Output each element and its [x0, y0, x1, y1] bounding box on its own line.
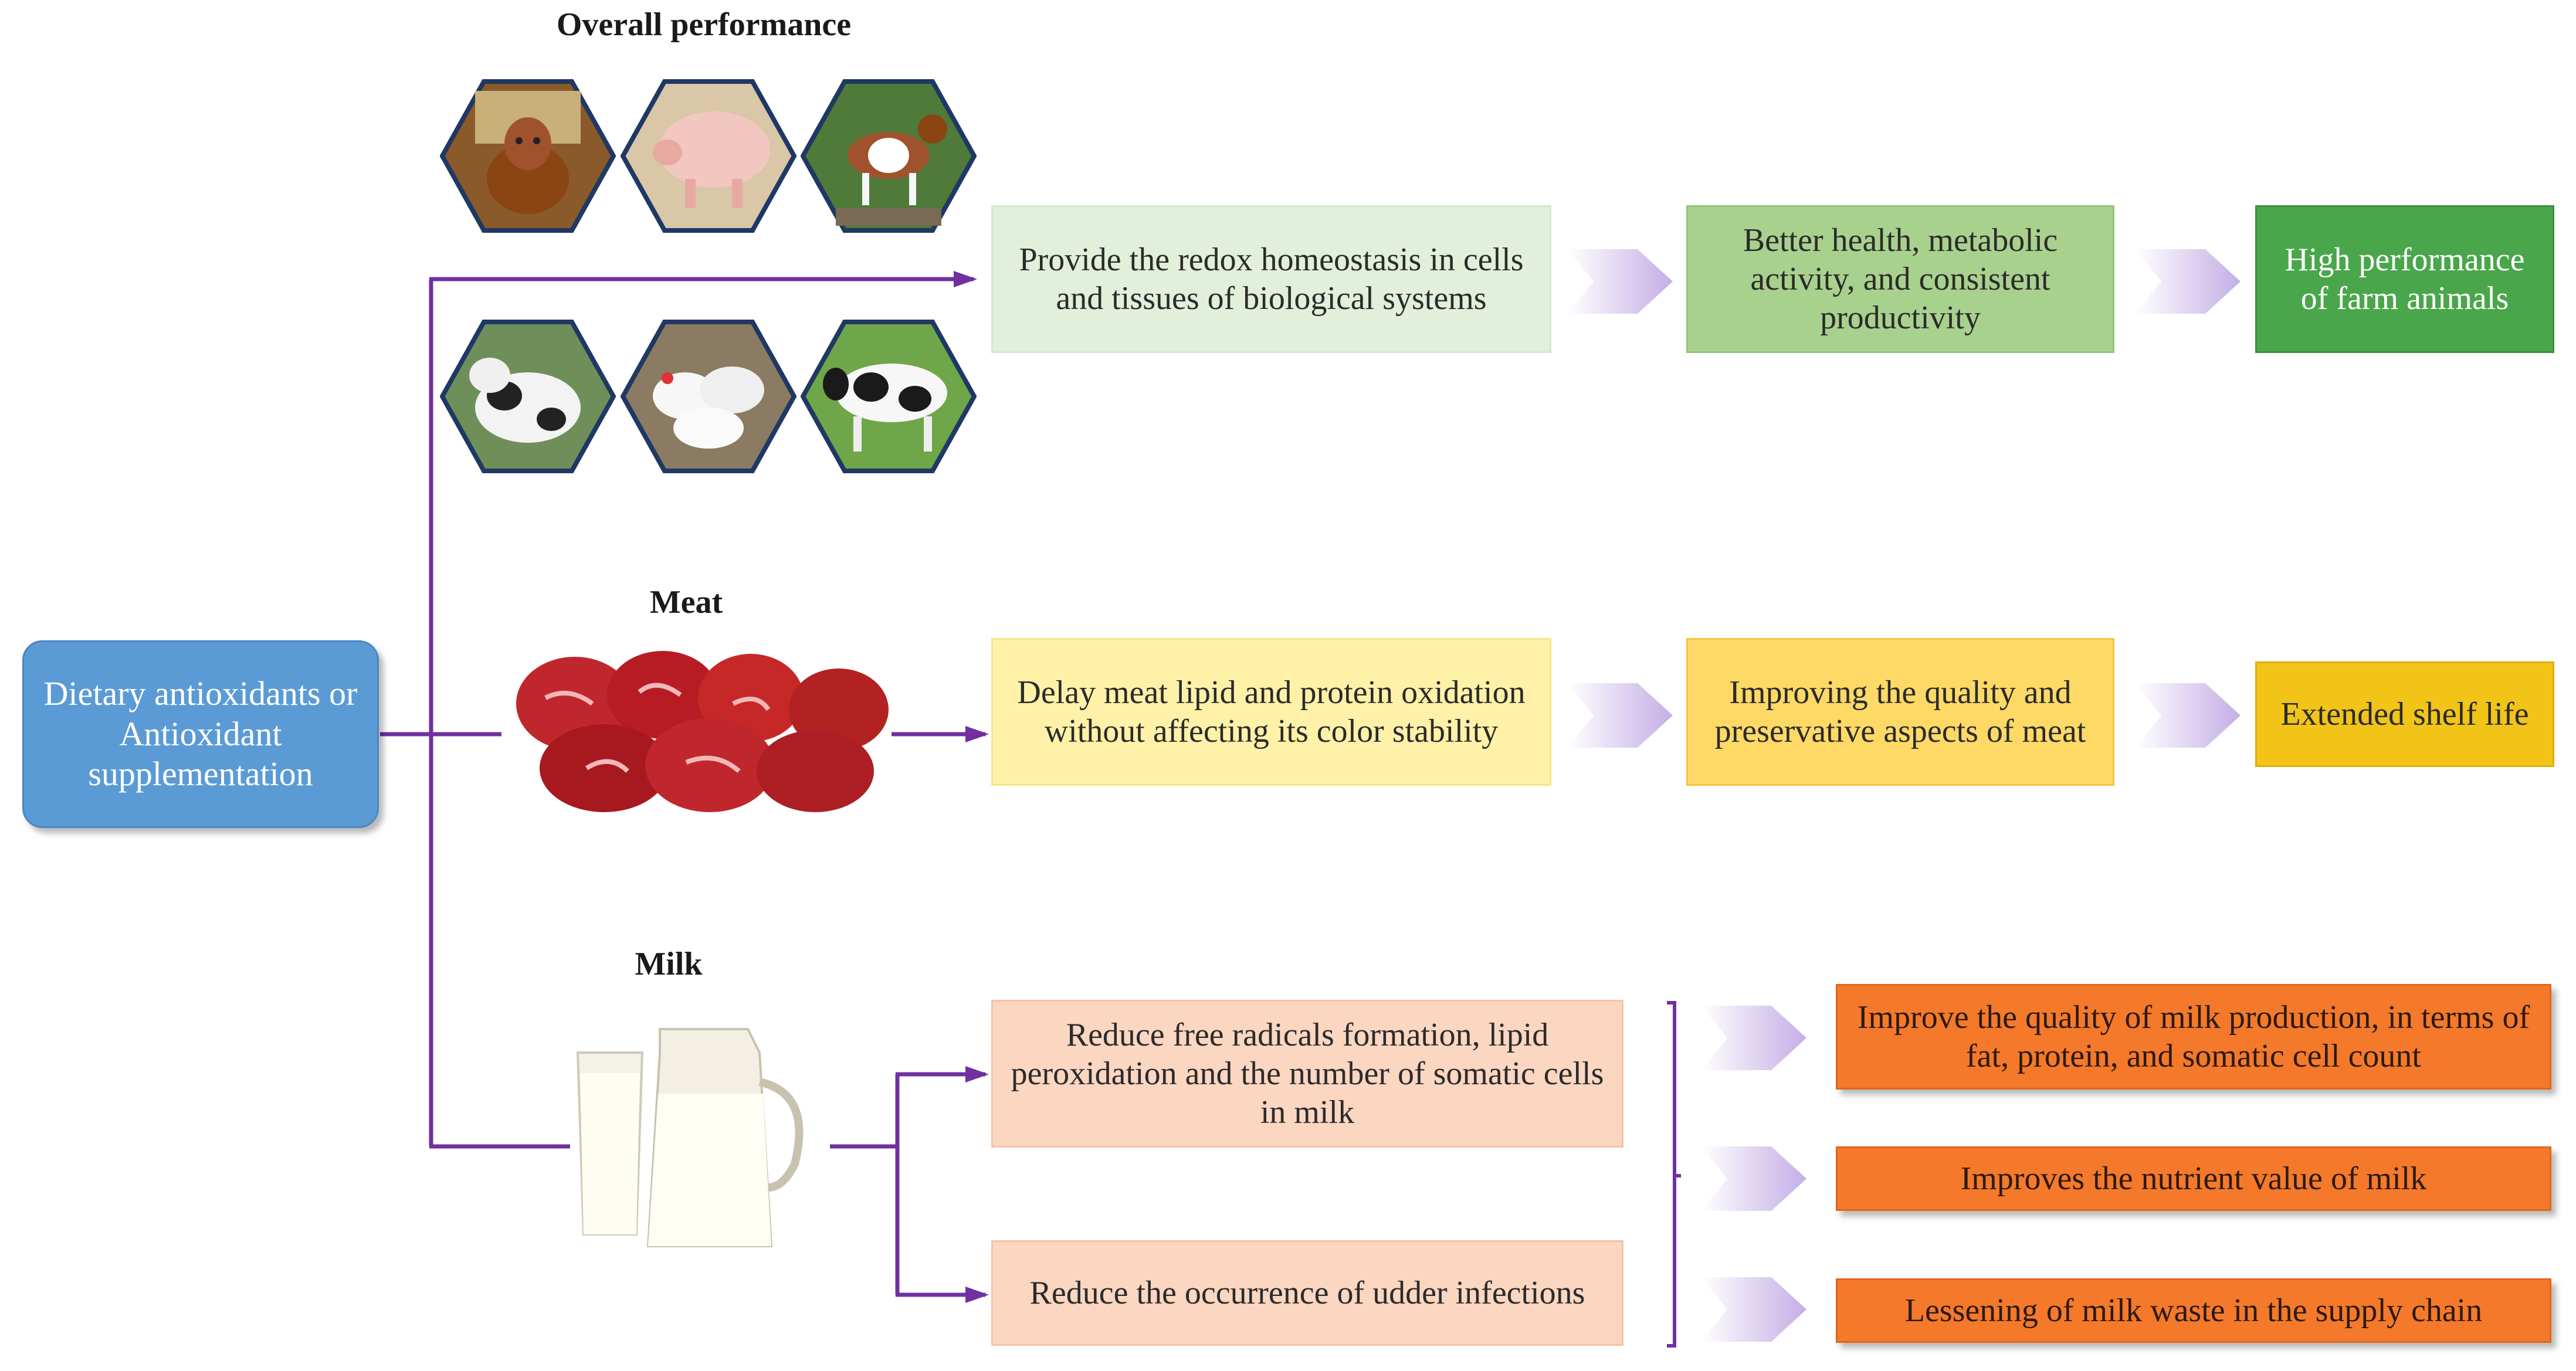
- pig-icon: [621, 79, 796, 233]
- milk-outcome-3: Lessening of milk waste in the supply ch…: [1836, 1278, 2551, 1343]
- meat-step1: Delay meat lipid and protein oxidation w…: [991, 638, 1551, 786]
- meat-step3: Extended shelf life: [2255, 661, 2554, 767]
- milk-outcome-2: Improves the nutrient value of milk: [1836, 1146, 2551, 1211]
- chevron-arrow-icon: [2135, 249, 2241, 314]
- calf-icon: [440, 320, 616, 473]
- meat-step2-text: Improving the quality and preservative a…: [1714, 674, 2086, 749]
- milk-cause1: Reduce free radicals formation, lipid pe…: [991, 1000, 1623, 1148]
- source-box: Dietary antioxidants or Antioxidant supp…: [22, 640, 379, 828]
- meat-step2: Improving the quality and preservative a…: [1686, 638, 2114, 786]
- milk-cause2-text: Reduce the occurrence of udder infection…: [1029, 1274, 1585, 1311]
- meat-step3-text: Extended shelf life: [2280, 695, 2529, 732]
- meat-heading: Meat: [649, 584, 723, 620]
- chevron-arrow-icon: [1701, 1146, 1806, 1211]
- chevron-arrow-icon: [1567, 249, 1673, 314]
- overall-step2-text: Better health, metabolic activity, and c…: [1743, 222, 2058, 337]
- overall-step3: High performance of farm animals: [2255, 205, 2554, 353]
- milk-outcome-1-text: Improve the quality of milk production, …: [1857, 999, 2530, 1074]
- milk-heading: Milk: [635, 946, 703, 982]
- dairy-cow-icon: [801, 320, 977, 473]
- goat-icon: [801, 79, 977, 233]
- meat-image: [516, 651, 889, 812]
- overall-performance-heading: Overall performance: [556, 6, 852, 43]
- milk-outcome-1: Improve the quality of milk production, …: [1836, 984, 2551, 1090]
- cow-icon: [440, 79, 616, 233]
- milk-outcome-2-text: Improves the nutrient value of milk: [1960, 1160, 2427, 1197]
- overall-step1: Provide the redox homeostasis in cells a…: [991, 205, 1551, 353]
- trunk-connector: [380, 271, 989, 1303]
- milk-cause1-text: Reduce free radicals formation, lipid pe…: [1011, 1016, 1604, 1131]
- overall-step3-text: High performance of farm animals: [2284, 241, 2525, 317]
- chevron-arrow-icon: [1701, 1277, 1806, 1342]
- milk-image: [576, 1028, 804, 1247]
- chevron-arrow-icon: [2135, 683, 2241, 748]
- milk-outcome-3-text: Lessening of milk waste in the supply ch…: [1904, 1292, 2483, 1329]
- meat-step1-text: Delay meat lipid and protein oxidation w…: [1017, 674, 1526, 749]
- chevron-arrow-icon: [1567, 683, 1673, 748]
- overall-step2: Better health, metabolic activity, and c…: [1686, 205, 2114, 353]
- outcome-bracket: [1667, 1001, 1681, 1348]
- overall-step1-text: Provide the redox homeostasis in cells a…: [1019, 241, 1524, 317]
- chevron-arrow-icon: [1701, 1006, 1806, 1070]
- source-label: Dietary antioxidants or Antioxidant supp…: [43, 674, 358, 793]
- milk-cause2: Reduce the occurrence of udder infection…: [991, 1240, 1623, 1346]
- chicken-icon: [621, 320, 796, 473]
